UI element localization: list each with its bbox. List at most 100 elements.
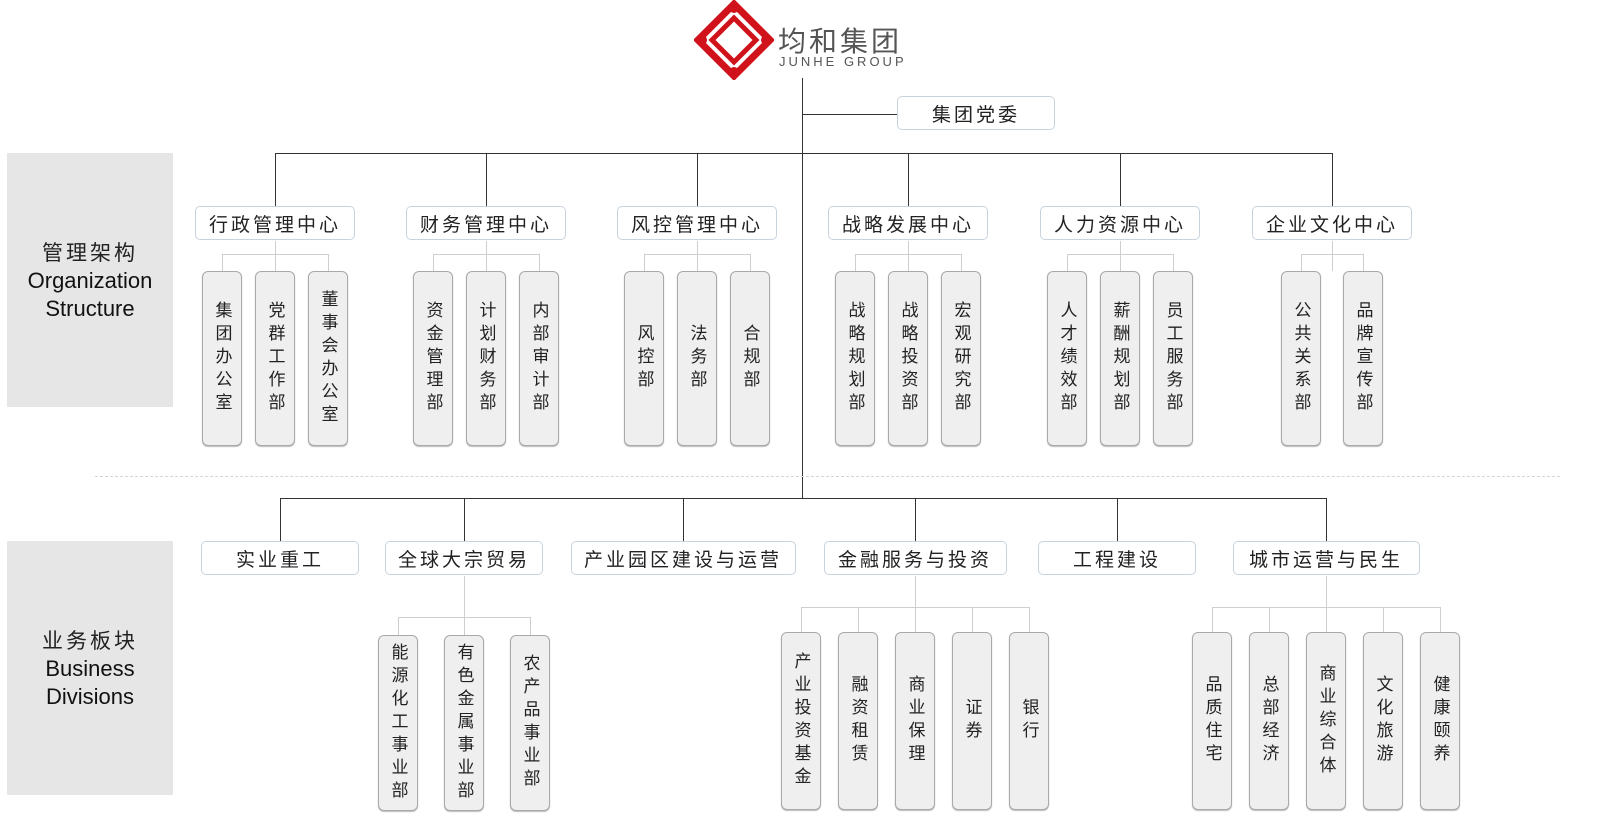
business-unit-box[interactable]: 产业投资基金 [781, 632, 821, 810]
logo-name-en: JUNHE GROUP [779, 54, 907, 69]
division-box[interactable]: 全球大宗贸易 [385, 541, 543, 575]
business-unit-box[interactable]: 能源化工事业部 [378, 635, 418, 811]
department-box[interactable]: 品牌宣传部 [1343, 271, 1383, 446]
business-unit-label: 融资租赁 [847, 675, 868, 767]
department-box[interactable]: 合规部 [730, 271, 770, 446]
division-box[interactable]: 城市运营与民生 [1232, 541, 1420, 575]
business-unit-box[interactable]: 农产品事业部 [510, 635, 550, 811]
business-unit-box[interactable]: 有色金属事业部 [444, 635, 484, 811]
department-box[interactable]: 战略规划部 [835, 271, 875, 446]
department-box[interactable]: 法务部 [677, 271, 717, 446]
department-box[interactable]: 内部审计部 [519, 271, 559, 446]
center-box[interactable]: 人力资源中心 [1040, 206, 1200, 240]
divisions-drop-line [1117, 498, 1118, 541]
child-drop-line [1383, 607, 1384, 632]
divisions-bus-line [280, 498, 1327, 499]
business-unit-label: 农产品事业部 [519, 654, 540, 792]
child-drop-line [530, 617, 531, 635]
business-unit-box[interactable]: 银行 [1009, 632, 1049, 810]
department-label: 公共关系部 [1290, 301, 1311, 416]
department-label: 资金管理部 [422, 301, 443, 416]
department-label: 员工服务部 [1162, 301, 1183, 416]
division-box[interactable]: 实业重工 [201, 541, 359, 575]
department-box[interactable]: 宏观研究部 [941, 271, 981, 446]
child-stem-line [1332, 241, 1333, 271]
center-box[interactable]: 财务管理中心 [406, 206, 566, 240]
party-committee-box[interactable]: 集团党委 [897, 96, 1055, 130]
child-stem-line [464, 576, 465, 635]
business-unit-box[interactable]: 总部经济 [1249, 632, 1289, 810]
center-box[interactable]: 行政管理中心 [195, 206, 355, 240]
department-box[interactable]: 集团办公室 [202, 271, 242, 446]
child-drop-line [915, 607, 916, 632]
centers-drop-line [697, 153, 698, 206]
center-label: 行政管理中心 [208, 213, 341, 236]
section-org-en2: Structure [45, 296, 135, 321]
trunk-line [802, 78, 803, 499]
centers-bus-line [275, 153, 1333, 154]
child-drop-line [801, 607, 802, 632]
business-unit-box[interactable]: 健康颐养 [1420, 632, 1460, 810]
department-box[interactable]: 计划财务部 [466, 271, 506, 446]
division-box[interactable]: 金融服务与投资 [823, 541, 1007, 575]
divisions-drop-line [464, 498, 465, 541]
child-stem-line [1326, 576, 1327, 632]
centers-drop-line [275, 153, 276, 206]
division-label: 产业园区建设与运营 [583, 548, 782, 571]
child-drop-line [697, 254, 698, 271]
center-box[interactable]: 企业文化中心 [1252, 206, 1412, 240]
child-drop-line [1120, 254, 1121, 271]
department-box[interactable]: 薪酬规划部 [1100, 271, 1140, 446]
department-box[interactable]: 资金管理部 [413, 271, 453, 446]
divisions-drop-line [1326, 498, 1327, 541]
child-drop-line [1301, 254, 1302, 271]
business-unit-box[interactable]: 证券 [952, 632, 992, 810]
logo-name-zh: 均和集团 [778, 25, 903, 58]
child-drop-line [222, 254, 223, 271]
department-label: 董事会办公室 [317, 289, 338, 428]
centers-drop-line [1332, 153, 1333, 206]
business-unit-label: 商业保理 [904, 675, 925, 767]
department-box[interactable]: 公共关系部 [1281, 271, 1321, 446]
child-drop-line [961, 254, 962, 271]
department-label: 品牌宣传部 [1352, 301, 1373, 416]
child-drop-line [972, 607, 973, 632]
department-box[interactable]: 员工服务部 [1153, 271, 1193, 446]
department-box[interactable]: 人才绩效部 [1047, 271, 1087, 446]
section-business-divisions: 业务板块 Business Divisions [7, 541, 173, 795]
center-box[interactable]: 战略发展中心 [828, 206, 988, 240]
child-drop-line [539, 254, 540, 271]
child-drop-line [464, 617, 465, 635]
section-org-structure: 管理架构 Organization Structure [7, 153, 173, 407]
divisions-drop-line [915, 498, 916, 541]
child-drop-line [398, 617, 399, 635]
child-drop-line [1440, 607, 1441, 632]
department-label: 风控部 [633, 324, 654, 393]
child-drop-line [750, 254, 751, 271]
business-unit-label: 证券 [961, 698, 982, 744]
department-label: 战略规划部 [844, 301, 865, 416]
child-drop-line [1212, 607, 1213, 632]
division-box[interactable]: 工程建设 [1038, 541, 1196, 575]
business-unit-box[interactable]: 品质住宅 [1192, 632, 1232, 810]
business-unit-label: 能源化工事业部 [387, 642, 408, 804]
section-org-zh: 管理架构 [42, 241, 138, 265]
business-unit-box[interactable]: 商业综合体 [1306, 632, 1346, 810]
business-unit-box[interactable]: 商业保理 [895, 632, 935, 810]
business-unit-box[interactable]: 文化旅游 [1363, 632, 1403, 810]
child-drop-line [1173, 254, 1174, 271]
department-box[interactable]: 战略投资部 [888, 271, 928, 446]
division-box[interactable]: 产业园区建设与运营 [570, 541, 796, 575]
centers-drop-line [1120, 153, 1121, 206]
center-box[interactable]: 风控管理中心 [617, 206, 777, 240]
department-box[interactable]: 党群工作部 [255, 271, 295, 446]
department-box[interactable]: 董事会办公室 [308, 271, 348, 446]
business-unit-box[interactable]: 融资租赁 [838, 632, 878, 810]
department-box[interactable]: 风控部 [624, 271, 664, 446]
department-label: 党群工作部 [264, 301, 285, 416]
division-label: 工程建设 [1072, 548, 1161, 571]
child-drop-line [486, 254, 487, 271]
business-unit-label: 品质住宅 [1201, 675, 1222, 767]
department-label: 人才绩效部 [1056, 301, 1077, 416]
department-label: 法务部 [686, 324, 707, 393]
